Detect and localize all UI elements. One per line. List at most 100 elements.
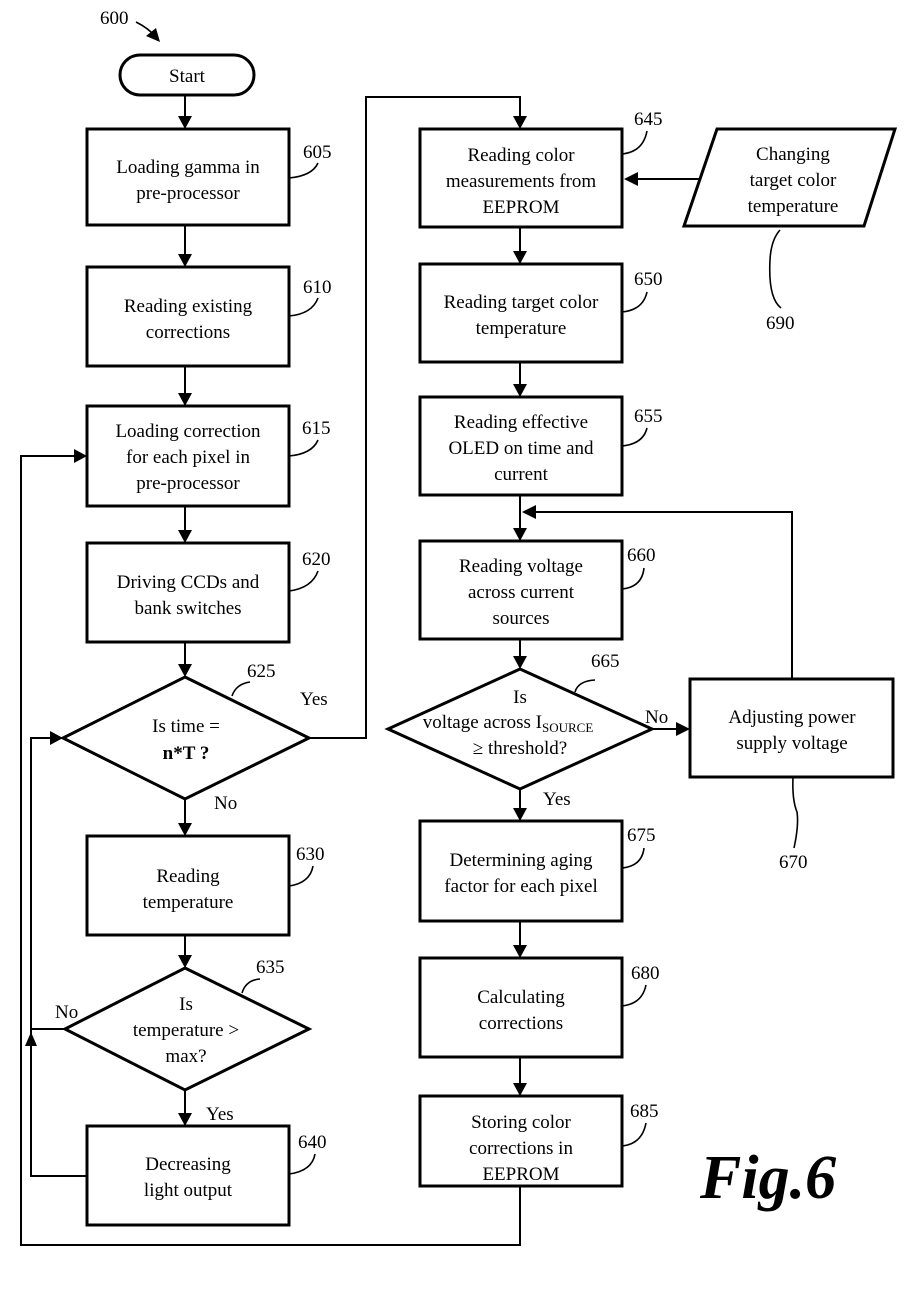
process-660-line2: across current bbox=[468, 582, 575, 603]
arrow-down bbox=[513, 251, 527, 264]
arrow-left bbox=[624, 172, 638, 186]
start-label: Start bbox=[169, 66, 206, 87]
ref-655: 655 bbox=[634, 406, 663, 427]
ref-610: 610 bbox=[303, 277, 332, 298]
leader-620 bbox=[289, 571, 318, 591]
decision-625-no: No bbox=[214, 793, 237, 814]
arrow-down bbox=[178, 116, 192, 129]
leader-605 bbox=[289, 163, 318, 178]
arrow-down bbox=[513, 945, 527, 958]
process-675 bbox=[420, 821, 622, 921]
arrow-down bbox=[178, 254, 192, 267]
arrow-right bbox=[676, 722, 690, 736]
decision-635-yes: Yes bbox=[206, 1104, 234, 1125]
process-605-line2: pre-processor bbox=[136, 183, 240, 204]
process-675-line1: Determining aging bbox=[450, 850, 593, 871]
arrow-down bbox=[178, 664, 192, 677]
leader-645 bbox=[622, 131, 647, 154]
input-690-line1: Changing bbox=[756, 144, 830, 165]
process-645-line3: EEPROM bbox=[482, 197, 559, 218]
arrow-left bbox=[522, 505, 536, 519]
process-620-line1: Driving CCDs and bbox=[117, 572, 260, 593]
ref-620: 620 bbox=[302, 549, 331, 570]
decision-635-line1: Is bbox=[179, 994, 193, 1015]
process-615-line3: pre-processor bbox=[136, 473, 240, 494]
process-640-line2: light output bbox=[144, 1180, 233, 1201]
process-640 bbox=[87, 1126, 289, 1225]
process-660-line1: Reading voltage bbox=[459, 556, 583, 577]
decision-665-line2-sub: SOURCE bbox=[542, 720, 593, 735]
decision-635-no: No bbox=[55, 1002, 78, 1023]
arrow-down bbox=[513, 1083, 527, 1096]
ref-625: 625 bbox=[247, 661, 276, 682]
decision-625-line1: Is time = bbox=[152, 716, 220, 737]
leader-635 bbox=[242, 979, 260, 993]
ref-615: 615 bbox=[302, 418, 331, 439]
process-685-line1: Storing color bbox=[471, 1112, 571, 1133]
process-645-line2: measurements from bbox=[446, 171, 597, 192]
process-685-line2: corrections in bbox=[469, 1138, 573, 1159]
process-615-line2: for each pixel in bbox=[126, 447, 250, 468]
arrow-down bbox=[513, 116, 527, 129]
leader-650 bbox=[622, 292, 647, 312]
leader-615 bbox=[289, 440, 318, 456]
process-670-line1: Adjusting power bbox=[728, 707, 856, 728]
decision-625-line2: n*T ? bbox=[163, 743, 210, 764]
process-650 bbox=[420, 264, 622, 362]
decision-665-line2-main: voltage across I bbox=[423, 712, 542, 733]
arrow-down bbox=[178, 823, 192, 836]
process-670-line2: supply voltage bbox=[736, 733, 847, 754]
process-615-line1: Loading correction bbox=[115, 421, 261, 442]
decision-665-line1: Is bbox=[513, 687, 527, 708]
arrow-down bbox=[513, 808, 527, 821]
figure-caption: Fig.6 bbox=[699, 1144, 836, 1212]
ref-665: 665 bbox=[591, 651, 620, 672]
process-640-line1: Decreasing bbox=[145, 1154, 231, 1175]
arrow-down bbox=[178, 530, 192, 543]
decision-635-line3: max? bbox=[165, 1046, 206, 1067]
leader-675 bbox=[622, 848, 644, 868]
ref-680: 680 bbox=[631, 963, 660, 984]
ref-675: 675 bbox=[627, 825, 656, 846]
ref-605: 605 bbox=[303, 142, 332, 163]
input-690-line3: temperature bbox=[748, 196, 839, 217]
process-610-line1: Reading existing bbox=[124, 296, 253, 317]
arrow-right bbox=[50, 731, 63, 745]
ref-685: 685 bbox=[630, 1101, 659, 1122]
process-645-line1: Reading color bbox=[467, 145, 575, 166]
arrow-down bbox=[178, 1113, 192, 1126]
ref-645: 645 bbox=[634, 109, 663, 130]
arrow-down bbox=[178, 955, 192, 968]
ref-670: 670 bbox=[779, 852, 808, 873]
connector-loop-640 bbox=[31, 738, 87, 1176]
decision-625 bbox=[63, 677, 309, 799]
decision-665-line3: ≥ threshold? bbox=[473, 738, 567, 759]
process-655-line2: OLED on time and bbox=[448, 438, 594, 459]
leader-660 bbox=[622, 568, 644, 589]
process-680-line1: Calculating bbox=[477, 987, 565, 1008]
decision-635-line2: temperature > bbox=[133, 1020, 239, 1041]
leader-625 bbox=[232, 682, 250, 696]
leader-690 bbox=[770, 230, 781, 308]
leader-640 bbox=[289, 1154, 315, 1174]
ref-635: 635 bbox=[256, 957, 285, 978]
ref-660: 660 bbox=[627, 545, 656, 566]
process-655-line1: Reading effective bbox=[454, 412, 588, 433]
arrow-down bbox=[513, 656, 527, 669]
arrow-right bbox=[74, 449, 87, 463]
process-620-line2: bank switches bbox=[134, 598, 241, 619]
arrow-down bbox=[178, 393, 192, 406]
leader-685 bbox=[622, 1123, 646, 1146]
input-690-line2: target color bbox=[750, 170, 837, 191]
leader-680 bbox=[622, 985, 646, 1006]
ref-630: 630 bbox=[296, 844, 325, 865]
process-660-line3: sources bbox=[493, 608, 550, 629]
leader-670 bbox=[793, 777, 798, 848]
decision-665-no: No bbox=[645, 707, 668, 728]
ref-690: 690 bbox=[766, 313, 795, 334]
decision-665-yes: Yes bbox=[543, 789, 571, 810]
process-630-line1: Reading bbox=[156, 866, 220, 887]
process-675-line2: factor for each pixel bbox=[444, 876, 598, 897]
process-670 bbox=[690, 679, 893, 777]
